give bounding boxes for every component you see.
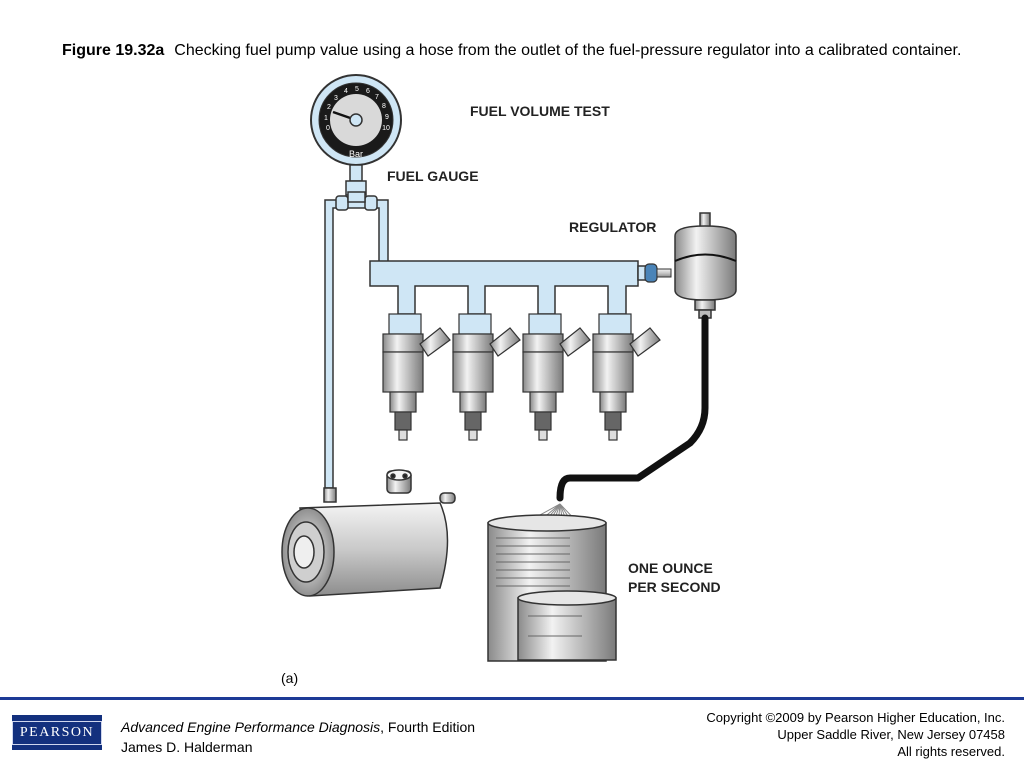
book-title-line: Advanced Engine Performance Diagnosis, F… — [121, 717, 475, 737]
gauge-tick-label: 3 — [334, 95, 338, 102]
book-title: Advanced Engine Performance Diagnosis — [121, 719, 381, 735]
book-edition: , Fourth Edition — [380, 719, 476, 735]
return-hose — [556, 314, 709, 502]
gauge-unit-label: Bar — [349, 149, 363, 159]
book-info: Advanced Engine Performance Diagnosis, F… — [121, 717, 475, 757]
figure-caption: Figure 19.32a Checking fuel pump value us… — [62, 41, 962, 61]
fuel-pressure-regulator — [674, 212, 737, 319]
gauge-tick-label: 7 — [375, 94, 379, 101]
gauge-tick-label: 6 — [366, 88, 370, 95]
gauge-tick-label: 2 — [327, 104, 331, 111]
gauge-tick-label: 9 — [385, 114, 389, 121]
fuel-pump — [281, 469, 456, 597]
copyright-line: All rights reserved. — [897, 744, 1005, 759]
book-author: James D. Halderman — [121, 739, 253, 755]
pearson-logo: PEARSON — [11, 715, 103, 750]
fuel-volume-test-diagram: 0 1 2 3 4 5 6 7 8 9 10 Bar — [270, 68, 760, 668]
copyright-notice: Copyright ©2009 by Pearson Higher Educat… — [706, 709, 1005, 760]
fuel-supply-lines — [324, 191, 389, 489]
gauge-tick-label: 10 — [382, 125, 390, 132]
copyright-line: Upper Saddle River, New Jersey 07458 — [777, 727, 1005, 742]
regulator-label: REGULATOR — [569, 219, 656, 235]
gauge-tick-label: 1 — [324, 115, 328, 122]
diagram-title: FUEL VOLUME TEST — [470, 103, 610, 119]
copyright-line: Copyright ©2009 by Pearson Higher Educat… — [706, 710, 1005, 725]
injector — [382, 313, 451, 441]
injector — [522, 313, 591, 441]
fuel-rail — [369, 260, 639, 315]
gauge-tick-label: 8 — [382, 103, 386, 110]
fuel-gauge-label: FUEL GAUGE — [387, 168, 479, 184]
flow-rate-label-line1: ONE OUNCE — [628, 560, 713, 576]
caption-text: Checking fuel pump value using a hose fr… — [174, 42, 962, 59]
logo-text: PEARSON — [11, 720, 103, 745]
flow-rate-label-line2: PER SECOND — [628, 579, 721, 595]
injector — [592, 313, 661, 441]
calibrated-container — [487, 514, 617, 662]
figure-number: Figure 19.32a — [62, 42, 165, 59]
gauge-tick-label: 4 — [344, 88, 348, 95]
gauge-tick-label: 0 — [326, 125, 330, 132]
gauge-ticks: 0 1 2 3 4 5 6 7 8 9 10 — [324, 86, 390, 132]
gauge-tick-label: 5 — [355, 86, 359, 93]
fuel-gauge: 0 1 2 3 4 5 6 7 8 9 10 Bar — [310, 74, 402, 196]
subfigure-label: (a) — [281, 670, 299, 686]
fuel-injectors — [382, 313, 661, 441]
injector — [452, 313, 521, 441]
diagram-svg: 0 1 2 3 4 5 6 7 8 9 10 Bar — [281, 74, 737, 662]
footer-divider — [0, 697, 1024, 700]
